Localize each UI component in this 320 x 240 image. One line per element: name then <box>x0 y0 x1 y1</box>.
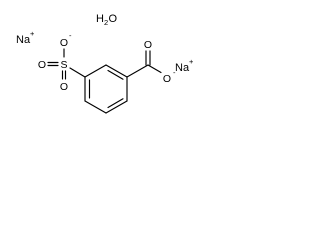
sodium-right-charge: + <box>189 57 194 66</box>
benzene-ring <box>84 64 128 114</box>
sodium-right-label: Na <box>175 62 190 74</box>
sodium-ion-right: Na + <box>175 57 194 74</box>
sodium-ion-left: Na + <box>16 29 35 46</box>
sulfonyl-oxygen-bottom-label: O <box>60 81 68 93</box>
ring-to-carbon-bond <box>126 64 149 78</box>
sulfonate-group: S O - O O <box>38 31 86 93</box>
ring-bond <box>105 100 128 114</box>
carboxylate-group: O O - <box>126 39 176 85</box>
sulfur-label: S <box>60 59 67 71</box>
water-subscript: 2 <box>104 18 108 27</box>
carboxylate-charge: - <box>173 68 176 77</box>
carbonyl-oxygen-label: O <box>144 39 152 51</box>
sodium-left-label: Na <box>16 34 31 46</box>
carbon-oxygen-bond <box>147 64 162 74</box>
ring-to-sulfur-bond <box>69 67 86 78</box>
chemical-structure: O O - S O - O O Na + H 2 O Na + <box>16 13 194 114</box>
ring-double-bond <box>107 69 124 80</box>
sulfonate-oxygen-label: O <box>60 37 68 49</box>
ring-bond <box>84 64 107 78</box>
ring-bond <box>105 64 128 78</box>
water-hydrate: H 2 O <box>96 13 118 27</box>
water-h-label: H <box>96 13 104 25</box>
ring-double-bond <box>107 98 124 109</box>
sodium-left-charge: + <box>30 29 35 38</box>
ring-bond <box>84 100 107 114</box>
sulfonate-charge: - <box>69 31 72 40</box>
carboxylate-oxygen-label: O <box>163 73 171 85</box>
sulfonyl-oxygen-left-label: O <box>38 59 46 71</box>
water-o-label: O <box>109 13 118 25</box>
